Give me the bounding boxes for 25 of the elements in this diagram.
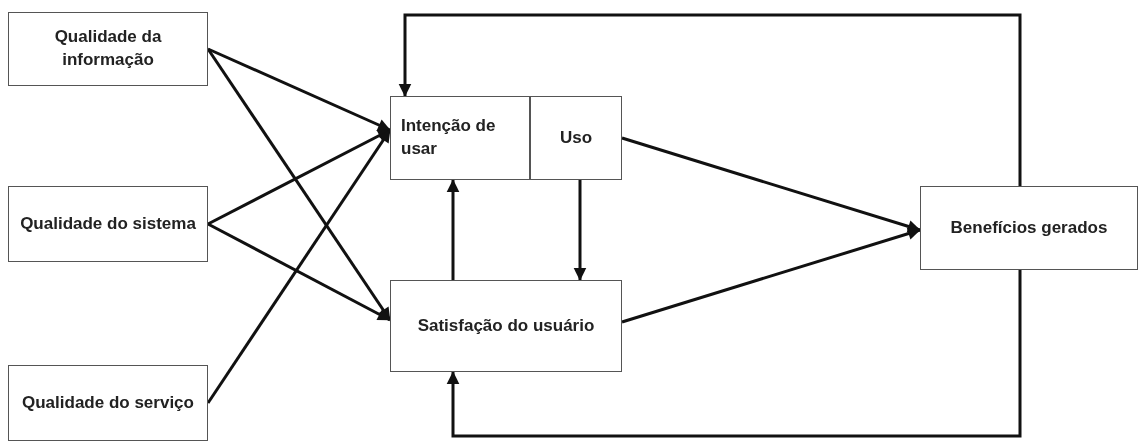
arrow <box>206 129 392 404</box>
box-label: Satisfação do usuário <box>417 314 595 337</box>
arrow <box>206 48 392 321</box>
box-label: Qualidade da informação <box>53 26 163 71</box>
arrow <box>446 270 1022 438</box>
process-box <box>8 186 208 262</box>
process-box <box>920 186 1138 270</box>
box-label: Qualidade do serviço <box>22 391 194 414</box>
arrow <box>207 222 391 322</box>
box-label: Qualidade do sistema <box>20 212 196 235</box>
arrow <box>621 136 921 233</box>
process-box <box>390 280 622 372</box>
arrow <box>621 227 921 324</box>
process-box <box>390 96 530 180</box>
process-box <box>8 12 208 86</box>
box-label: Uso <box>559 126 593 149</box>
arrow <box>446 179 460 280</box>
process-box <box>8 365 208 441</box>
box-label: Intenção de usar <box>401 115 497 160</box>
arrow <box>398 13 1022 186</box>
arrow <box>207 128 391 226</box>
arrow <box>207 47 391 132</box>
box-label: Benefícios gerados <box>950 216 1108 239</box>
arrow <box>573 180 587 281</box>
process-box <box>530 96 622 180</box>
